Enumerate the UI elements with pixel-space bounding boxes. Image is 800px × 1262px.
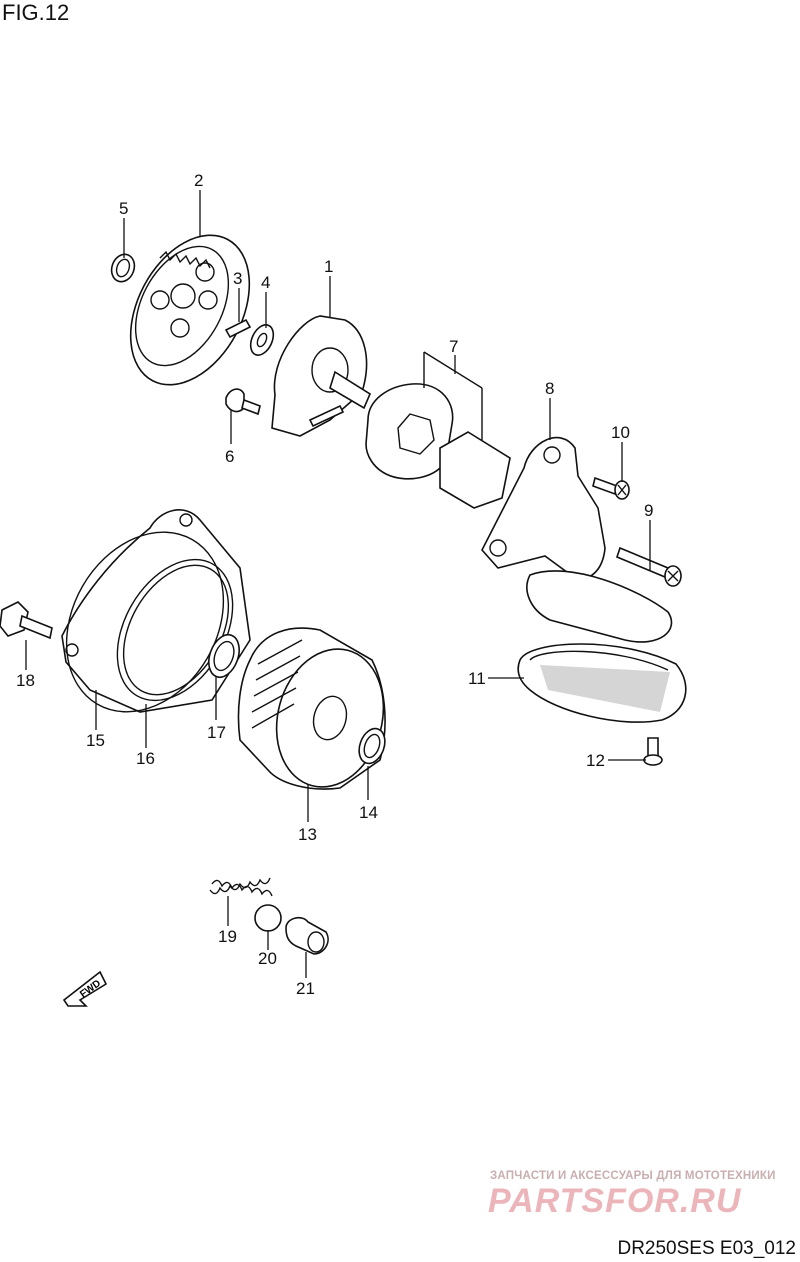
callouts: 1 2 3 4 5 6 7 8 9 10 11 12 13 14 15 16 1… [16, 171, 653, 998]
part-10-screw [592, 476, 630, 500]
callout-4: 4 [261, 273, 270, 292]
callout-20: 20 [258, 949, 277, 968]
part-11-oil-strainer [517, 643, 687, 723]
figure-title: FIG.12 [2, 0, 70, 25]
part-15-filter-cover [61, 509, 251, 713]
part-8-strainer-housing [481, 436, 673, 643]
callout-15: 15 [86, 731, 105, 750]
callout-12: 12 [586, 751, 605, 770]
leader-lines [25, 190, 651, 978]
part-19-spring [209, 877, 273, 897]
callout-5: 5 [119, 199, 128, 218]
callout-2: 2 [194, 171, 203, 190]
callout-3: 3 [233, 269, 242, 288]
part-7-rotor-set [365, 351, 511, 509]
part-14-o-ring [358, 727, 386, 765]
callout-7: 7 [449, 337, 458, 356]
part-12-bolt [643, 737, 663, 766]
part-4-washer [249, 324, 275, 356]
part-17-o-ring [208, 633, 240, 679]
fwd-arrow-icon: FWD [62, 970, 108, 1007]
callout-1: 1 [324, 257, 333, 276]
callout-19: 19 [218, 927, 237, 946]
part-1-oil-pump [271, 315, 372, 437]
watermark-subtitle: ЗАПЧАСТИ И АКСЕССУАРЫ ДЛЯ МОТОТЕХНИКИ [490, 1170, 776, 1182]
part-6-bolt [225, 388, 261, 416]
figure-code: DR250SES E03_012 [617, 1238, 796, 1259]
callout-16: 16 [136, 749, 155, 768]
part-5-circlip [110, 253, 136, 283]
callout-8: 8 [545, 379, 554, 398]
part-2-driven-gear [129, 234, 251, 386]
watermark-brand: PARTSFOR.RU [488, 1182, 742, 1220]
callout-21: 21 [296, 979, 315, 998]
part-18-bolt [0, 601, 53, 640]
part-3-pin [224, 318, 252, 339]
callout-13: 13 [298, 825, 317, 844]
part-21-plug [285, 916, 329, 955]
callout-6: 6 [225, 447, 234, 466]
callout-14: 14 [359, 803, 378, 822]
part-13-oil-filter [237, 627, 386, 790]
part-9-long-screw [616, 546, 682, 587]
callout-17: 17 [207, 723, 226, 742]
part-20-ball [254, 904, 282, 932]
callout-10: 10 [611, 423, 630, 442]
callout-9: 9 [644, 501, 653, 520]
callout-18: 18 [16, 671, 35, 690]
callout-11: 11 [468, 669, 486, 688]
